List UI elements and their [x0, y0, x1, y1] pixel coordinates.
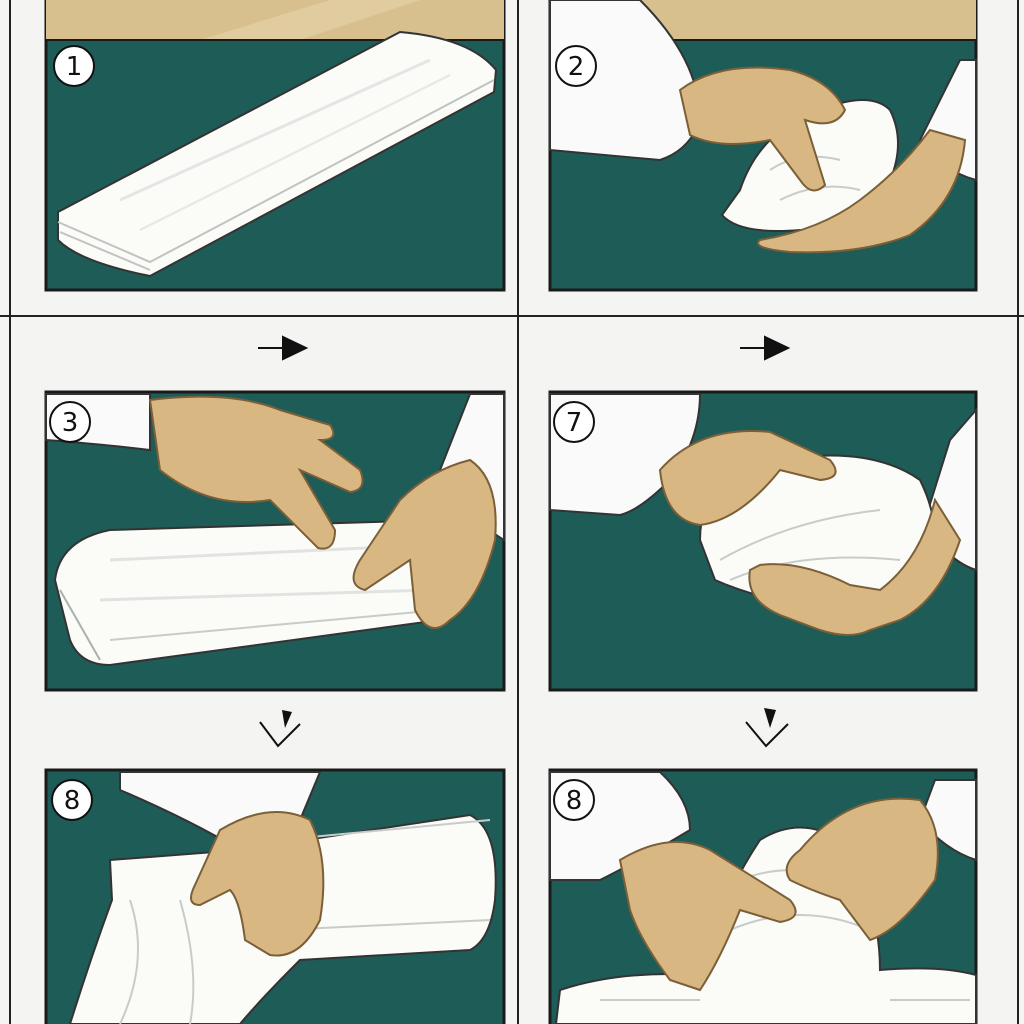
hand-right	[352, 458, 497, 629]
arrow-down-icon	[259, 710, 301, 748]
panel-step-7: 7	[548, 390, 978, 692]
step-badge: 8	[553, 779, 595, 821]
step-badge: 8	[51, 779, 93, 821]
arrow-down-icon	[745, 708, 789, 748]
step-badge: 7	[553, 401, 595, 443]
step-badge: 2	[555, 45, 597, 87]
step-number: 7	[566, 408, 583, 438]
panel-step-2: 2	[548, 0, 978, 292]
step-number: 3	[62, 408, 79, 438]
panel-step-8-right: 8	[548, 768, 978, 1024]
hand-left	[618, 841, 797, 992]
hand-upper	[658, 430, 837, 527]
arrow-right-icon	[258, 335, 309, 361]
hand-upper	[678, 66, 847, 192]
hand-right	[785, 797, 939, 942]
step-badge: 3	[49, 401, 91, 443]
hand-lower	[748, 497, 962, 636]
arrow-right-icon	[740, 335, 791, 361]
step-badge: 1	[53, 45, 95, 87]
step-number: 8	[566, 786, 583, 816]
step-number: 8	[64, 786, 81, 816]
folded-towel-illustration	[57, 30, 498, 278]
panel-step-1: 1	[44, 0, 506, 292]
panel-step-8-left: 8	[44, 768, 506, 1024]
hand-upper	[148, 395, 364, 550]
step-number: 1	[66, 52, 83, 82]
hand	[190, 811, 325, 957]
hand-lower	[757, 128, 967, 254]
step-number: 2	[568, 52, 585, 82]
panel-step-3: 3	[44, 390, 506, 692]
